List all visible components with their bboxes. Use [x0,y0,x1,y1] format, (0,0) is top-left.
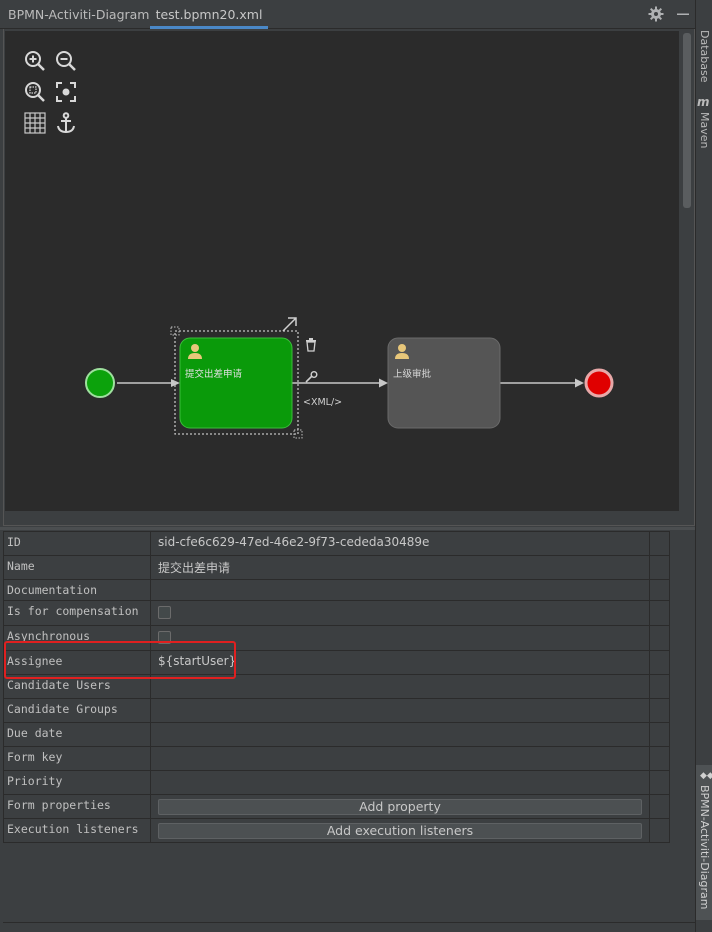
maven-tool-button[interactable]: Maven [698,112,711,149]
end-event[interactable] [584,368,614,398]
property-key: Candidate Groups [3,698,151,723]
property-row-candidate-users: Candidate Users [3,674,670,699]
property-row-id: ID sid-cfe6c629-47ed-46e2-9f73-cededa304… [3,531,670,556]
property-key: Priority [3,770,151,795]
property-row-candidate-groups: Candidate Groups [3,698,670,723]
property-key: ID [3,531,151,556]
bottom-border [3,922,695,923]
property-value-form-key[interactable] [150,746,650,771]
xml-edge-label[interactable]: <XML/> [303,397,342,408]
fit-view-icon[interactable] [54,80,78,104]
property-key: Execution listeners [3,818,151,843]
diagram-canvas[interactable]: 提交出差申请 上级审批 <XML/> [5,31,679,511]
property-key: Candidate Users [3,674,151,699]
canvas-vertical-scrollbar[interactable] [683,33,691,208]
user-task-icon [395,344,409,359]
property-row-priority: Priority [3,770,670,795]
flow-arrowhead [379,378,388,388]
property-value-due-date[interactable] [150,722,650,747]
asynchronous-checkbox[interactable] [158,631,171,644]
editor-tab-bar: BPMN-Activiti-Diagram test.bpmn20.xml [0,0,695,29]
property-key: Asynchronous [3,625,151,651]
property-key: Due date [3,722,151,747]
active-tab-indicator [150,26,268,29]
maven-logo-icon: m [697,95,710,109]
tab-test-bpmn20-xml[interactable]: test.bpmn20.xml [155,7,263,22]
property-row-execution-listeners: Execution listeners Add execution listen… [3,818,670,843]
trash-icon[interactable] [306,338,316,352]
flow-arrowhead [575,378,584,388]
wrench-icon[interactable] [305,371,318,383]
property-value-id[interactable]: sid-cfe6c629-47ed-46e2-9f73-cededa30489e [150,531,650,556]
task1-label: 提交出差申请 [185,368,243,380]
zoom-reset-icon[interactable] [23,80,47,104]
property-value-candidate-groups[interactable] [150,698,650,723]
task2-label: 上级审批 [393,368,432,380]
task-submit-travel-request[interactable] [179,337,293,429]
panel-splitter[interactable] [0,527,695,530]
property-row-documentation: Documentation [3,579,670,601]
property-row-assignee: Assignee ${startUser} [3,650,670,675]
property-key: Assignee [3,650,151,675]
property-row-is-for-compensation: Is for compensation [3,600,670,626]
bpmn-tool-button[interactable]: ◆◆ BPMN-Activiti-Diagram [696,765,712,920]
property-key: Form properties [3,794,151,819]
minimize-icon[interactable] [675,6,691,22]
zoom-in-icon[interactable] [23,49,47,73]
property-key: Form key [3,746,151,771]
zoom-out-icon[interactable] [54,49,78,73]
resize-handle [293,429,303,439]
right-tool-stripe: Database m Maven ◆◆ BPMN-Activiti-Diagra… [695,0,712,932]
property-row-name: Name 提交出差申请 [3,555,670,580]
database-tool-button[interactable]: Database [698,30,711,83]
add-property-button[interactable]: Add property [158,799,642,815]
bpmn-diagram-icon: ◆◆ [700,771,712,781]
user-task-icon [188,344,202,359]
property-value-candidate-users[interactable] [150,674,650,699]
property-value-documentation[interactable] [150,579,650,601]
grid-icon[interactable] [23,111,47,135]
property-key: Documentation [3,579,151,601]
start-event[interactable] [85,368,115,398]
property-row-due-date: Due date [3,722,670,747]
bpmn-tool-label: BPMN-Activiti-Diagram [698,785,711,910]
add-execution-listeners-button[interactable]: Add execution listeners [158,823,642,839]
tab-bpmn-activiti-diagram[interactable]: BPMN-Activiti-Diagram [8,7,150,22]
property-row-asynchronous: Asynchronous [3,625,670,651]
property-row-form-key: Form key [3,746,670,771]
property-key: Is for compensation [3,600,151,626]
task-supervisor-approval[interactable] [387,337,501,429]
property-row-form-properties: Form properties Add property [3,794,670,819]
bpmn-diagram: 提交出差申请 上级审批 <XML/> [85,317,614,439]
connect-arrow-icon[interactable] [282,317,297,332]
resize-handle [170,326,180,336]
property-value-name[interactable]: 提交出差申请 [150,555,650,580]
property-value-priority[interactable] [150,770,650,795]
property-value-assignee[interactable]: ${startUser} [150,650,650,675]
property-key: Name [3,555,151,580]
anchor-icon[interactable] [54,111,78,135]
selection-outline [174,330,299,435]
properties-table: ID sid-cfe6c629-47ed-46e2-9f73-cededa304… [3,531,670,843]
gear-icon[interactable] [648,6,664,22]
canvas-frame [3,29,695,526]
is-for-compensation-checkbox[interactable] [158,606,171,619]
